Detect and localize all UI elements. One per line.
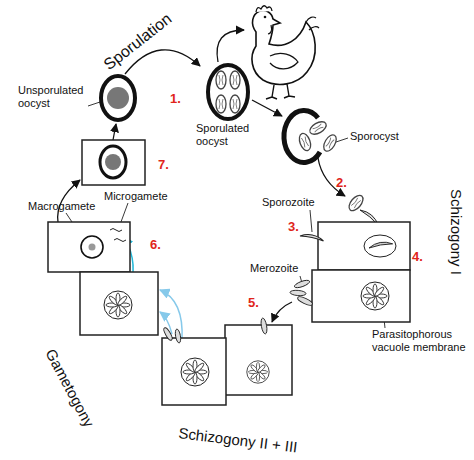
cycle-arrows xyxy=(252,100,282,116)
stage-label: Merozoite xyxy=(250,262,298,275)
phase-label: Schizogony II + III xyxy=(178,424,299,456)
phase-label: Sporulation xyxy=(100,10,175,74)
merozoite xyxy=(174,329,181,344)
cycle-arrows xyxy=(113,124,116,140)
schizont xyxy=(104,291,132,319)
gametes xyxy=(110,229,126,242)
stage-label: Sporulated oocyst xyxy=(196,122,258,147)
unsporulated-oocyst xyxy=(107,87,129,109)
schizont xyxy=(247,361,269,383)
sporozoite xyxy=(364,235,396,257)
host-cell xyxy=(82,140,145,185)
oocyst-in-cell xyxy=(105,154,121,170)
leader-lines xyxy=(336,138,348,142)
host-cell xyxy=(48,140,410,405)
excysting-oocyst xyxy=(297,132,313,152)
leader-lines xyxy=(310,210,312,232)
merozoite xyxy=(290,290,306,297)
excysting-oocyst xyxy=(284,110,320,162)
phase-label: Gametogony xyxy=(42,346,98,430)
chicken-illustration xyxy=(266,84,295,99)
stage-label: Macrogamete xyxy=(28,200,95,213)
excysting-oocyst xyxy=(284,110,339,162)
leader-lines xyxy=(88,102,100,106)
unsporulated-oocyst xyxy=(101,76,135,120)
excysting-oocyst xyxy=(321,133,339,154)
structure-label: Parasitophorous vacuole membrane xyxy=(372,328,472,353)
cycle-arrows xyxy=(272,302,292,322)
sporozoite xyxy=(368,240,392,248)
host-cell xyxy=(225,325,292,395)
callout-number: 4. xyxy=(412,250,423,265)
callout-number: 7. xyxy=(158,158,169,173)
merozoite xyxy=(162,327,173,342)
stage-label: Unsporulated oocyst xyxy=(18,84,90,109)
gametes xyxy=(89,244,96,251)
gametes xyxy=(81,236,103,258)
host-cell xyxy=(318,222,410,270)
sporozoite xyxy=(300,233,324,241)
oocyst-in-cell xyxy=(100,146,126,178)
host-cell xyxy=(48,222,130,272)
callout-number: 6. xyxy=(150,238,161,253)
sporulated-oocyst xyxy=(208,65,248,119)
host-cell xyxy=(80,272,158,335)
schizont xyxy=(361,282,389,310)
sporocyst-releasing xyxy=(346,193,380,226)
merozoite xyxy=(294,279,311,289)
chicken-illustration xyxy=(270,53,298,69)
sporulated-oocyst xyxy=(230,71,240,89)
chicken-illustration xyxy=(256,6,272,12)
oocyst-in-cell xyxy=(100,146,126,178)
phase-label: Schizogony I xyxy=(447,189,464,275)
merozoite xyxy=(162,279,313,343)
sporulated-oocyst xyxy=(216,71,226,89)
sporulated-oocyst xyxy=(216,95,226,113)
chicken-illustration xyxy=(306,17,319,30)
sporulated-oocyst xyxy=(208,65,248,119)
stage-label: Sporozoite xyxy=(262,196,315,209)
stage-label: Sporocyst xyxy=(350,130,399,143)
sporozoite xyxy=(300,233,396,257)
excysting-oocyst xyxy=(308,119,329,137)
chicken-illustration xyxy=(252,6,319,99)
merozoite xyxy=(297,295,314,306)
schizont xyxy=(104,282,389,386)
callout-number: 3. xyxy=(288,220,299,235)
callout-number: 2. xyxy=(336,176,347,191)
schizont xyxy=(181,358,209,386)
chicken-illustration xyxy=(264,16,267,19)
sporocyst-releasing xyxy=(346,193,365,213)
unsporulated-oocyst xyxy=(101,76,135,120)
stage-label: Microgamete xyxy=(104,190,168,203)
chicken-illustration xyxy=(268,25,272,34)
host-cell xyxy=(312,270,410,322)
callout-number: 5. xyxy=(248,296,259,311)
gametes xyxy=(81,229,126,259)
cycle-arrows xyxy=(217,30,244,62)
host-cell xyxy=(162,338,226,405)
merozoite xyxy=(260,318,268,335)
sporulated-oocyst xyxy=(230,95,240,113)
callout-number: 1. xyxy=(170,92,181,107)
